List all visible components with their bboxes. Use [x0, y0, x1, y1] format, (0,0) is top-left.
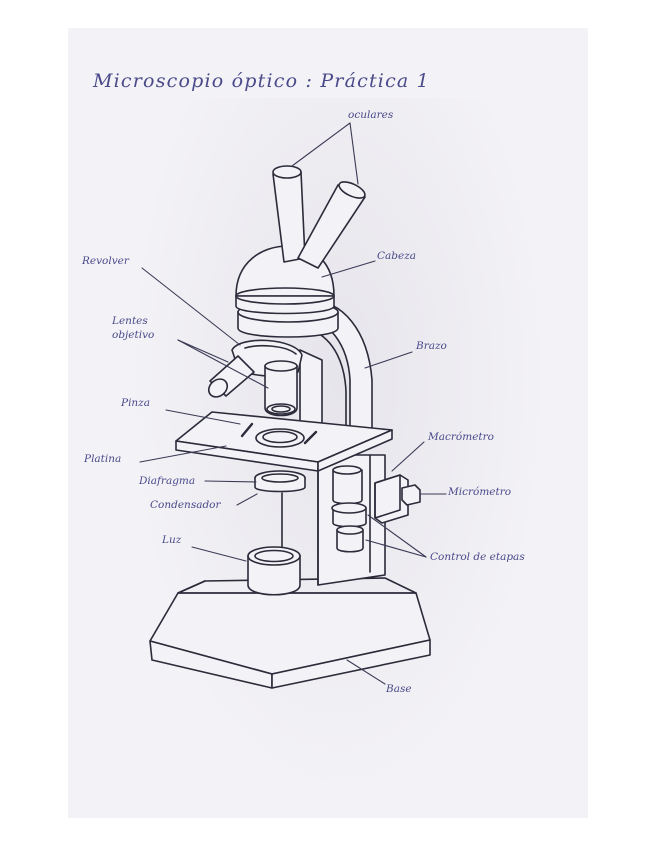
label-cabeza: Cabeza: [377, 250, 417, 262]
page-title: Microscopio óptico : Práctica 1: [93, 70, 430, 92]
label-objetivo: objetivo: [112, 329, 155, 341]
label-micrometro: Micrómetro: [448, 486, 512, 498]
label-revolver: Revolver: [82, 255, 129, 267]
label-brazo: Brazo: [416, 340, 447, 352]
label-condensador: Condensador: [150, 499, 221, 511]
diaphragm-condenser-drawing: [254, 470, 306, 553]
stage-drawing: [175, 411, 393, 472]
stage-control-drawing: [331, 465, 367, 553]
label-platina: Platina: [84, 453, 122, 465]
label-lentes: Lentes: [112, 315, 148, 327]
label-diafragma: Diafragma: [139, 475, 196, 487]
base-drawing: [149, 577, 431, 689]
label-pinza: Pinza: [121, 397, 150, 409]
label-macrometro: Macrómetro: [428, 431, 494, 443]
label-luz: Luz: [162, 534, 182, 546]
focus-knobs-drawing: [374, 474, 421, 524]
label-base: Base: [386, 683, 412, 695]
head-drawing: [235, 165, 366, 338]
label-oculares: oculares: [348, 109, 394, 121]
leader-lines: [139, 122, 447, 685]
label-control-etapas: Control de etapas: [430, 551, 525, 563]
light-drawing: [247, 546, 301, 596]
nosepiece-drawing: [207, 339, 303, 417]
